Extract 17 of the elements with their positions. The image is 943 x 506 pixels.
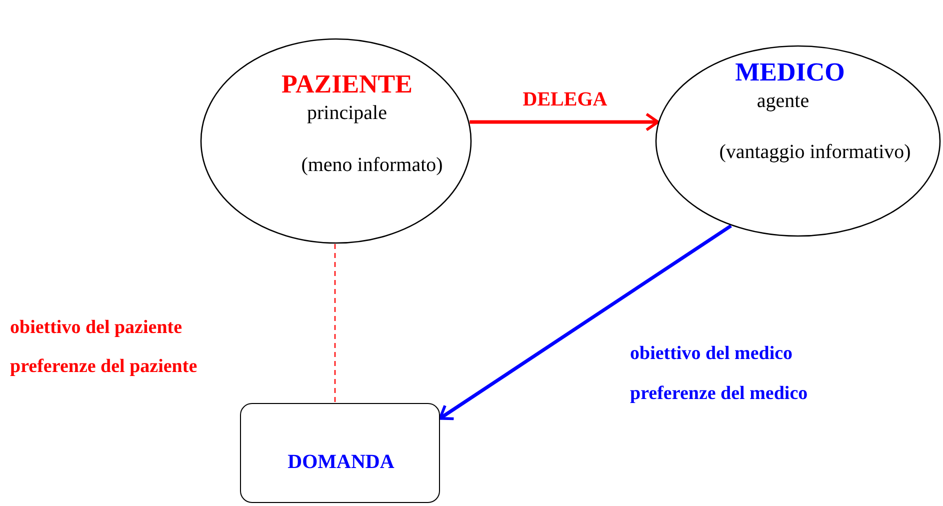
actor-name: PAZIENTE	[282, 70, 412, 100]
annotation-text: obiettivo del paziente	[10, 317, 182, 339]
arrow	[470, 112, 660, 132]
annotation-text: preferenze del paziente	[10, 356, 198, 378]
actor-name: DOMANDA	[288, 451, 394, 473]
actor-description: (vantaggio informativo)	[719, 141, 911, 163]
arrow	[438, 224, 732, 420]
dashed-connector	[334, 244, 336, 403]
actor-description: agente	[756, 90, 810, 112]
annotation-text: obiettivo del medico	[630, 343, 793, 365]
actor-ellipse	[200, 38, 472, 244]
annotation-text: preferenze del medico	[630, 383, 808, 405]
demand-box	[240, 403, 440, 503]
actor-description: (meno informato)	[301, 154, 443, 176]
actor-ellipse	[655, 45, 941, 237]
actor-description: principale	[307, 102, 387, 124]
actor-name: MEDICO	[735, 58, 845, 88]
